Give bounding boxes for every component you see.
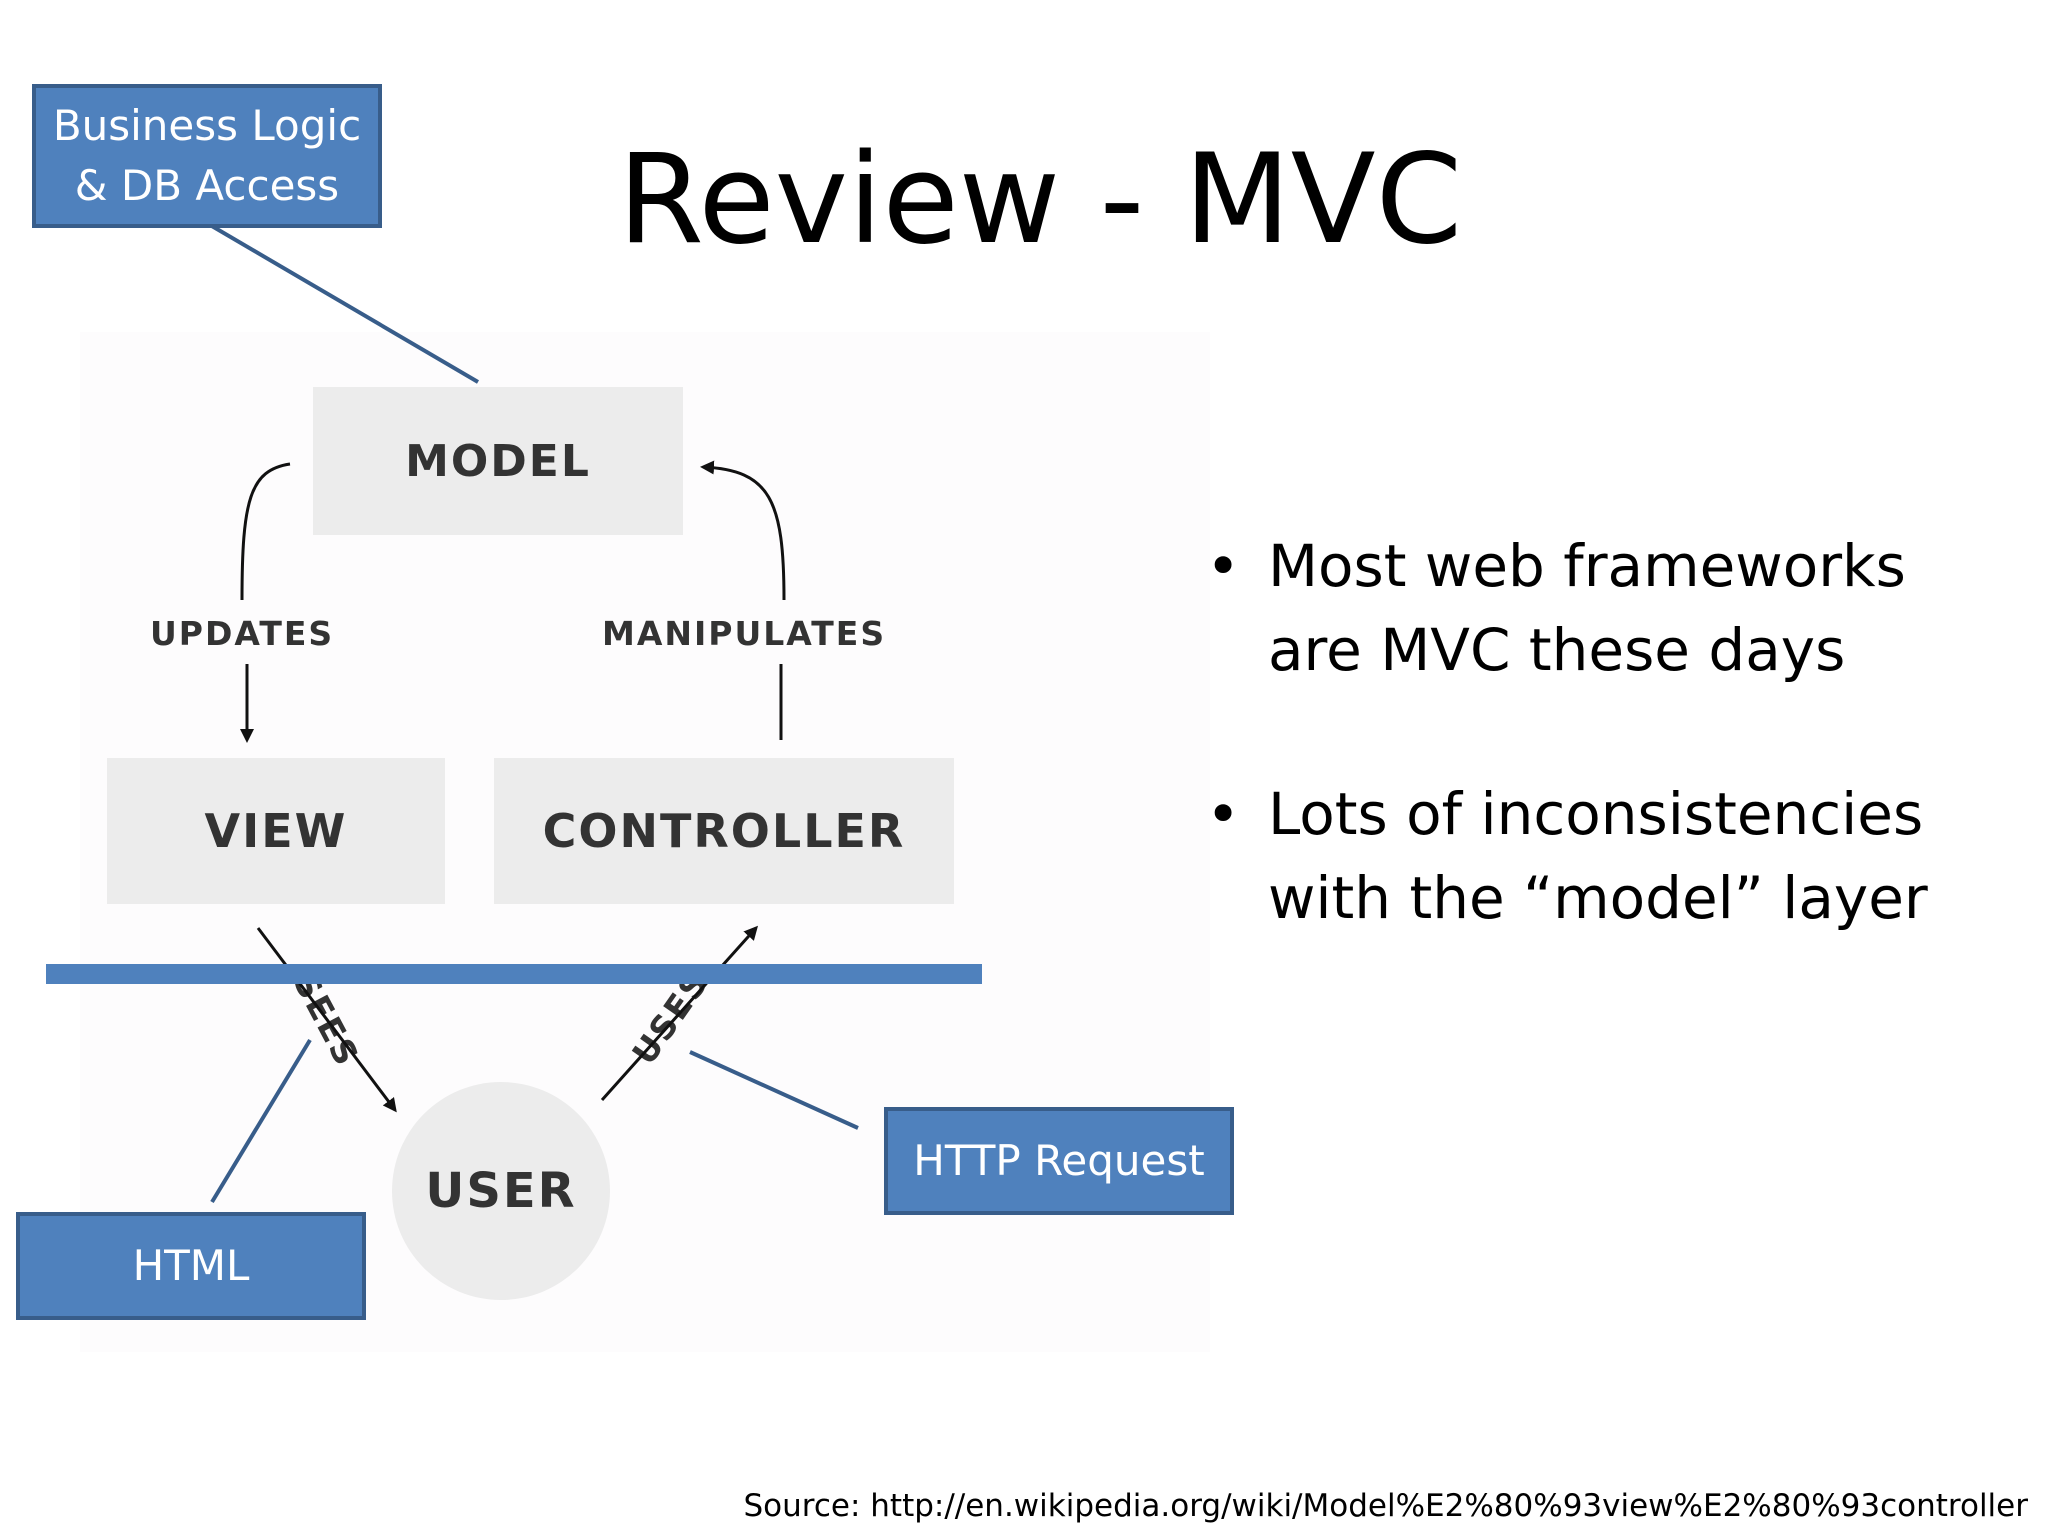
business-logic-callout-label: Business Logic & DB Access <box>52 101 362 210</box>
business-logic-callout: Business Logic & DB Access <box>32 84 382 228</box>
html-pointer <box>210 1038 312 1204</box>
http-request-pointer <box>689 1050 859 1130</box>
manipulates-arrow-upper <box>700 460 786 601</box>
bullet-dot-icon: • <box>1206 532 1241 600</box>
manipulates-edge-label: MANIPULATES <box>602 614 887 653</box>
sees-arrow <box>256 927 397 1113</box>
source-citation: Source: http://en.wikipedia.org/wiki/Mod… <box>743 1488 2029 1524</box>
model-node: MODEL <box>313 387 683 535</box>
controller-node: CONTROLLER <box>494 758 954 904</box>
bullet-text: Lots of inconsistencies with the “model”… <box>1268 780 1928 932</box>
http-request-callout: HTTP Request <box>884 1107 1234 1215</box>
view-node-label: VIEW <box>204 804 348 858</box>
business-logic-pointer <box>203 220 480 384</box>
html-callout-label: HTML <box>132 1241 250 1290</box>
updates-arrow-upper <box>240 462 291 601</box>
bullet-item: • Lots of inconsistencies with the “mode… <box>1190 772 2010 940</box>
bullet-list: • Most web frameworks are MVC these days… <box>1190 524 2010 1020</box>
client-server-divider <box>46 964 982 984</box>
bullet-text: Most web frameworks are MVC these days <box>1268 532 1906 684</box>
user-node: USER <box>392 1082 610 1300</box>
view-node: VIEW <box>107 758 445 904</box>
bullet-dot-icon: • <box>1206 780 1241 848</box>
model-node-label: MODEL <box>405 435 591 487</box>
controller-node-label: CONTROLLER <box>542 804 906 858</box>
http-request-callout-label: HTTP Request <box>913 1136 1205 1185</box>
bullet-item: • Most web frameworks are MVC these days <box>1190 524 2010 692</box>
slide-title: Review - MVC <box>617 128 1463 272</box>
updates-edge-label: UPDATES <box>150 614 335 653</box>
uses-arrow <box>600 925 759 1102</box>
user-node-label: USER <box>425 1163 577 1219</box>
html-callout: HTML <box>16 1212 366 1320</box>
